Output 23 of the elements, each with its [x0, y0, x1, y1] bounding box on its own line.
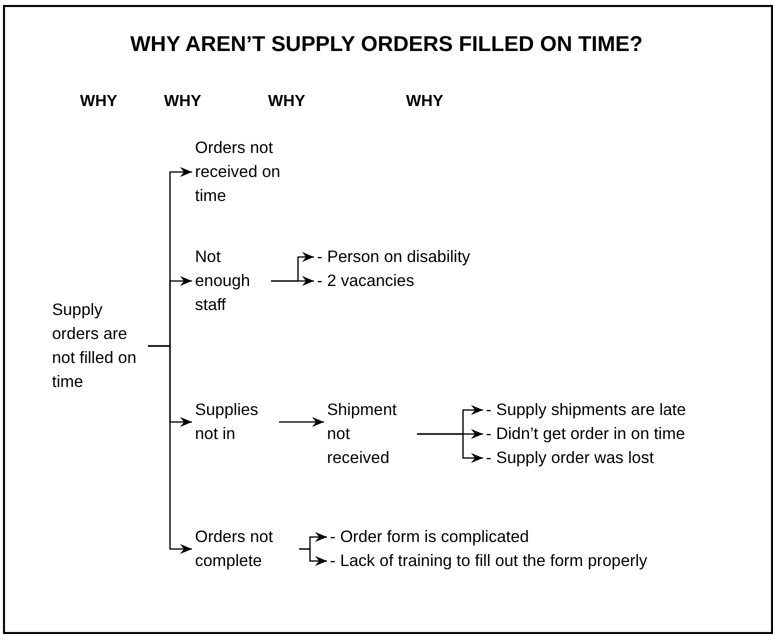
node-text: Supply orders are not filled on time: [52, 300, 138, 393]
node-text: - Supply order was lost: [486, 448, 654, 469]
column-heading: WHY: [268, 92, 306, 112]
node-text: Supplies not in: [195, 400, 260, 445]
arrow: [148, 345, 192, 554]
node-text: Not enough staff: [195, 247, 252, 316]
column-heading: WHY: [80, 92, 118, 112]
arrow: [271, 276, 314, 286]
node-text: - Order form is complicated: [330, 527, 529, 548]
column-heading: WHY: [406, 92, 444, 112]
title: WHY AREN’T SUPPLY ORDERS FILLED ON TIME?: [129, 31, 644, 58]
column-heading: WHY: [164, 92, 202, 112]
node-text: Orders not received on time: [195, 138, 282, 207]
node-text: Orders not complete: [195, 527, 274, 572]
node-text: - Person on disability: [317, 247, 470, 268]
arrow: [279, 417, 324, 427]
arrow: [417, 433, 483, 463]
node-text: - Lack of training to fill out the form properly: [330, 551, 648, 572]
node-text: Shipment not received: [327, 400, 398, 469]
arrow: [299, 548, 327, 566]
node-text: - Supply shipments are late: [486, 400, 686, 421]
node-text: - 2 vacancies: [317, 271, 414, 292]
node-text: - Didn’t get order in on time: [486, 424, 686, 445]
